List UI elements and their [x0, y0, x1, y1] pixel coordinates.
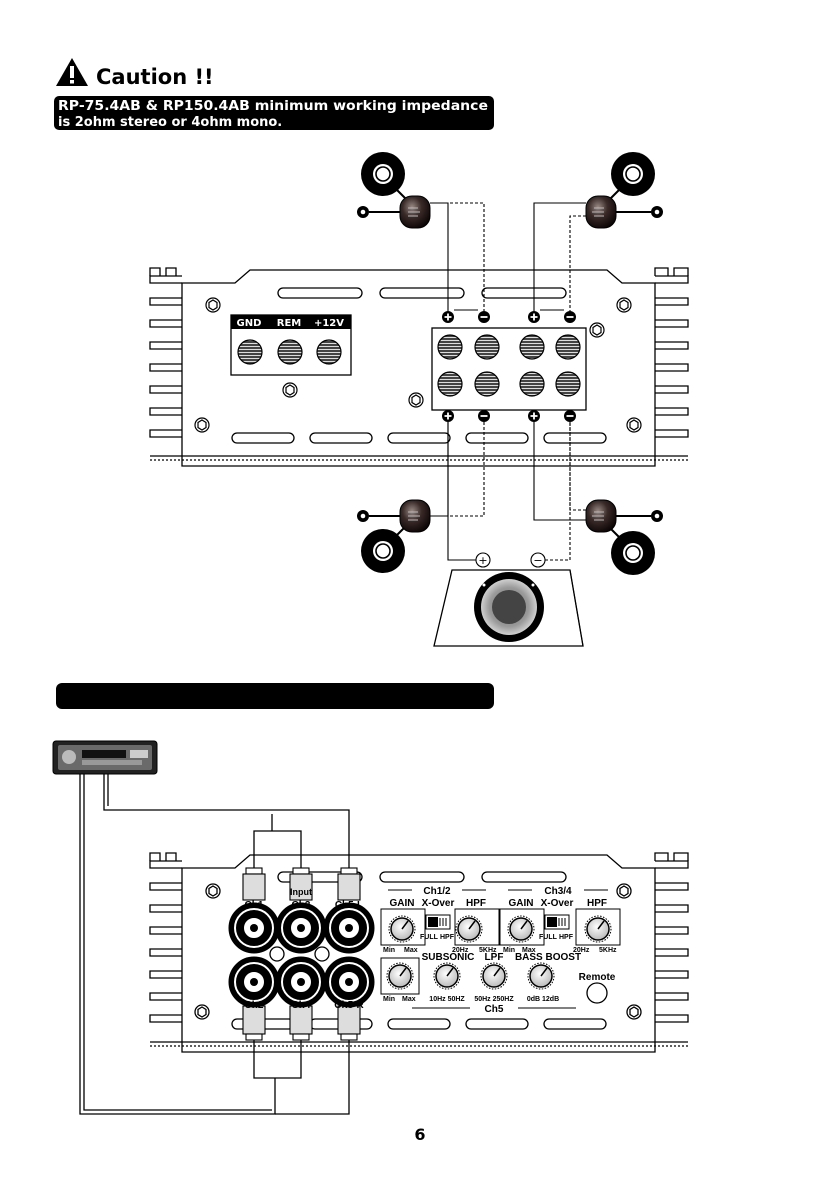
ch12-hpf-label: HPF: [466, 898, 486, 909]
ch12-gain-max: Max: [404, 947, 418, 954]
ch12-xover-label: X-Over: [422, 898, 455, 909]
ch34-xover-label: X-Over: [541, 898, 574, 909]
ch5-gain-min: Min: [383, 996, 395, 1003]
ch5-lpf-range: 50Hz 250HZ: [474, 996, 514, 1003]
input-title: Input: [290, 887, 312, 897]
rca-cables: [79, 774, 350, 1115]
speaker-terminal-block: [431, 309, 587, 422]
rca-plugs: [242, 867, 361, 1041]
terminal-label-12v: +12V: [314, 318, 344, 329]
ch34-gain-min: Min: [503, 947, 515, 954]
ch34-hpf-lo: 20Hz: [573, 947, 590, 954]
caution-line2: is 2ohm stereo or 4ohm mono.: [58, 115, 282, 130]
input-label-ch2: Ch2: [245, 1000, 264, 1011]
caution-title: Caution !!: [96, 65, 214, 89]
ch34-gain-label: GAIN: [509, 898, 534, 909]
speaker-terminal[interactable]: [555, 371, 581, 397]
ch12-gain-min: Min: [383, 947, 395, 954]
ch12-title: Ch1/2: [423, 886, 451, 897]
speaker-terminal[interactable]: [437, 371, 463, 397]
speaker-terminal[interactable]: [474, 334, 500, 360]
amplifier-top: [149, 267, 689, 467]
terminal-label-gnd: GND: [237, 318, 262, 329]
amplifier-bottom: [149, 852, 689, 1053]
ch12-hpfsw-label: HPF: [440, 934, 455, 941]
remote-label: Remote: [579, 972, 616, 983]
ch34-title: Ch3/4: [544, 886, 572, 897]
caution-section: Caution !! RP-75.4AB & RP150.4AB minimum…: [54, 58, 494, 130]
ch34-hpf-hi: 5KHz: [599, 947, 617, 954]
ch12-gain-label: GAIN: [390, 898, 415, 909]
ch34-controls: Ch3/4 GAIN X-Over HPF FULL HPF Min Max 2…: [499, 886, 621, 954]
rem-terminal[interactable]: [277, 339, 303, 365]
ch12-hpf-lo: 20Hz: [452, 947, 469, 954]
ch12-controls: Ch1/2 GAIN X-Over HPF FULL HPF Min Max 2…: [380, 886, 500, 954]
ch5-bassboost-range: 0dB 12dB: [527, 996, 559, 1003]
speaker-wiring-diagram: GND REM +12V: [149, 152, 689, 647]
page-number: 6: [414, 1125, 425, 1144]
screw-icons: [194, 297, 642, 433]
input-label-ch3: Ch3: [292, 900, 311, 911]
speaker-top-right: [585, 152, 663, 229]
ch5-subsonic-label: SUBSONIC: [422, 952, 475, 963]
terminal-label-rem: REM: [277, 318, 302, 329]
speaker-top-left: [357, 152, 431, 229]
ch12-full-label: FULL: [420, 934, 439, 941]
polarity-markers: [442, 309, 576, 422]
speaker-terminal[interactable]: [474, 371, 500, 397]
subwoofer-plus-label: +: [478, 554, 487, 567]
rca-input-jacks: Ch1 Ch3 Ch5-L Input Ch2 Ch4 Ch5-R: [228, 887, 375, 1011]
speaker-bottom-right: [585, 499, 663, 575]
speaker-bottom-left: [357, 499, 431, 573]
speaker-terminal[interactable]: [555, 334, 581, 360]
speaker-terminal[interactable]: [519, 334, 545, 360]
ch34-full-label: FULL: [539, 934, 558, 941]
power-terminal-block: GND REM +12V: [230, 314, 352, 376]
ch12-hpf-hi: 5KHz: [479, 947, 497, 954]
ch5-controls: SUBSONIC LPF BASS BOOST Min Max 10Hz 50H…: [380, 952, 616, 1015]
subwoofer-minus-label: −: [533, 554, 542, 567]
ch34-gain-max: Max: [522, 947, 536, 954]
ch5-subsonic-range: 10Hz 50HZ: [429, 996, 465, 1003]
input-label-ch5l: Ch5-L: [335, 900, 363, 911]
input-label-ch1: Ch1: [245, 900, 264, 911]
power-12v-terminal[interactable]: [316, 339, 342, 365]
ch5-lpf-label: LPF: [485, 952, 504, 963]
speaker-terminal[interactable]: [437, 334, 463, 360]
caution-banner: [54, 96, 494, 130]
speaker-wires: [430, 202, 586, 561]
caution-line1: RP-75.4AB & RP150.4AB minimum working im…: [58, 99, 488, 114]
remote-jack[interactable]: [586, 982, 608, 1004]
ch5-gain-max: Max: [402, 996, 416, 1003]
ch34-hpf-label: HPF: [587, 898, 607, 909]
ch5-bassboost-label: BASS BOOST: [515, 952, 581, 963]
ch34-hpfsw-label: HPF: [559, 934, 574, 941]
gnd-terminal[interactable]: [237, 339, 263, 365]
input-label-ch5r: Ch5-R: [334, 1000, 364, 1011]
speaker-terminal[interactable]: [519, 371, 545, 397]
subwoofer: + −: [433, 552, 584, 647]
head-unit: [52, 740, 158, 775]
input-label-ch4: Ch4: [292, 1000, 311, 1011]
section-banner: [56, 683, 494, 709]
ch5-title: Ch5: [485, 1004, 504, 1015]
